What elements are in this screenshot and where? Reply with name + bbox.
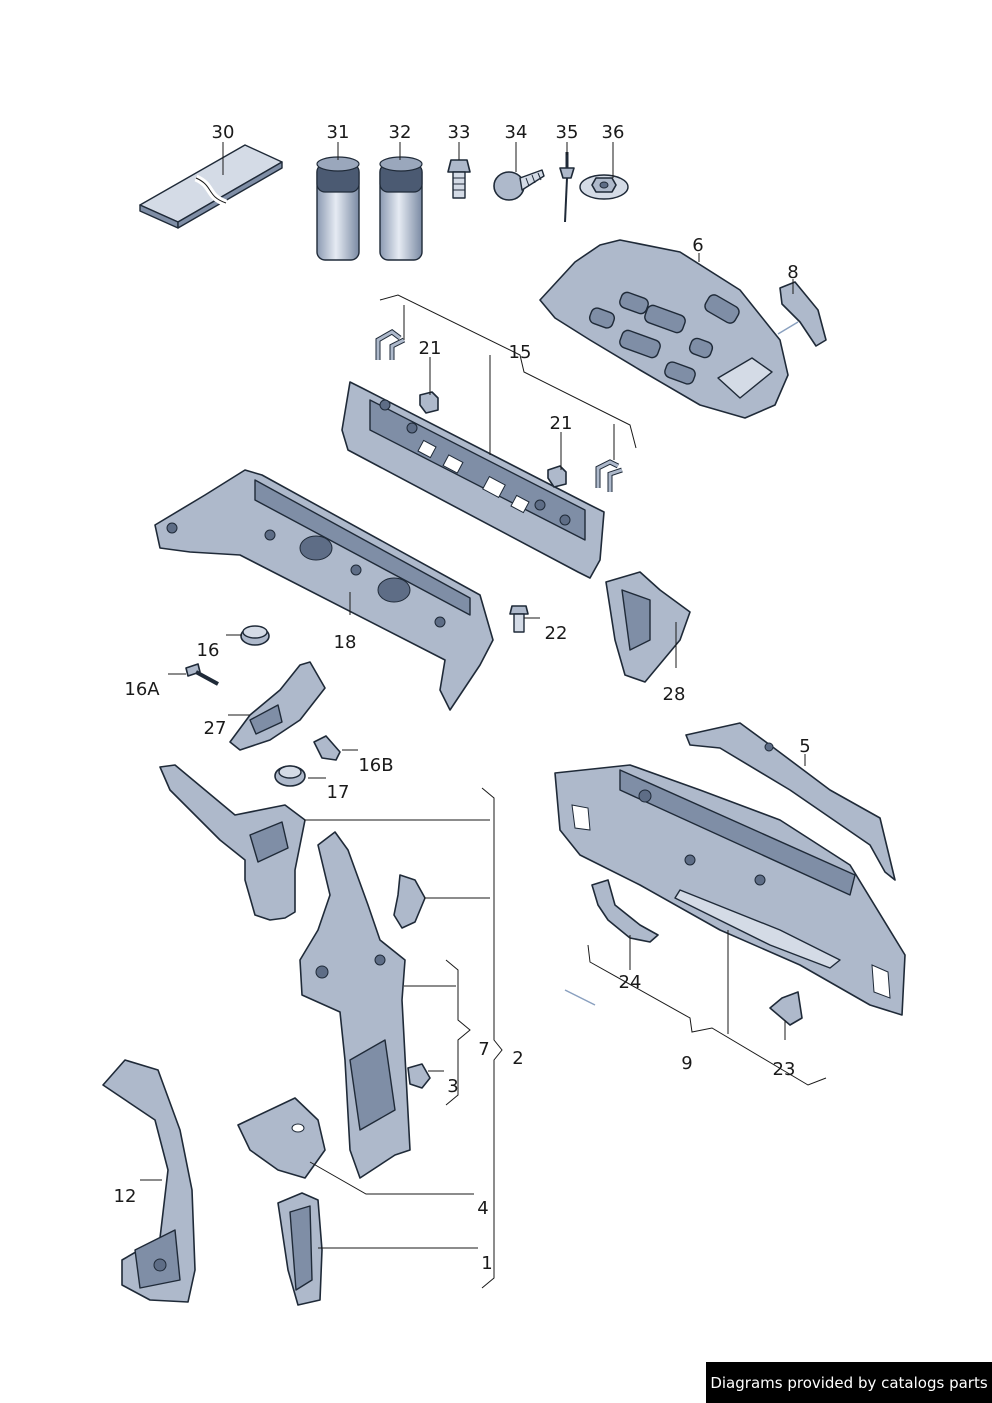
part-9-rear-panel — [554, 764, 906, 1016]
part-16B-clip — [313, 735, 341, 761]
callout-5: 5 — [799, 736, 810, 757]
part-16A-screw — [185, 663, 219, 686]
callout-32: 32 — [389, 122, 412, 143]
part-34-clip — [493, 169, 545, 201]
part-17-plug — [274, 765, 306, 787]
part-5-reinforcement — [685, 722, 896, 881]
callout-30: 30 — [212, 122, 235, 143]
part-30-sealing-strip — [139, 144, 283, 229]
callout-17: 17 — [327, 782, 350, 803]
hook-left — [375, 329, 406, 360]
callout-7: 7 — [478, 1039, 489, 1060]
callout-34: 34 — [505, 122, 528, 143]
callout-16A: 16A — [124, 679, 160, 700]
callout-36: 36 — [602, 122, 625, 143]
callout-9: 9 — [681, 1053, 692, 1074]
part-28-bracket — [605, 571, 691, 683]
part-16-plug — [240, 625, 270, 646]
credit-text: Diagrams provided by catalogs parts — [710, 1373, 988, 1392]
callout-33: 33 — [448, 122, 471, 143]
part-4-bracket — [237, 1097, 326, 1179]
part-18-cross-member — [154, 469, 494, 711]
part-32-spray-can — [379, 156, 423, 261]
callout-24: 24 — [619, 972, 642, 993]
callout-1: 1 — [481, 1253, 492, 1274]
callout-4: 4 — [477, 1198, 488, 1219]
part-7-pillar — [299, 831, 411, 1179]
part-22-bolt — [509, 605, 529, 633]
callout-22: 22 — [545, 623, 568, 644]
callout-31: 31 — [327, 122, 350, 143]
callout-21-left: 21 — [419, 338, 442, 359]
part-31-spray-can — [316, 156, 360, 261]
part-33-bolt — [447, 159, 471, 199]
callout-18: 18 — [334, 632, 357, 653]
callout-labels: 30 31 32 33 34 35 36 6 8 21 15 21 18 22 … — [114, 122, 811, 1274]
part-8-bracket — [777, 281, 827, 347]
callout-3: 3 — [447, 1076, 458, 1097]
leader-lines — [140, 142, 827, 1289]
callout-12: 12 — [114, 1186, 137, 1207]
part-21-clip-left — [419, 391, 439, 414]
part-6-rear-shelf-trim — [539, 239, 789, 419]
part-12-pillar-reinforcement — [102, 1059, 196, 1303]
part-7-upper-bracket — [159, 764, 306, 921]
part-24-bracket — [591, 879, 659, 943]
credit-banner: Diagrams provided by catalogs parts — [706, 1362, 992, 1403]
part-21-clip-right — [547, 465, 567, 488]
callout-35: 35 — [556, 122, 579, 143]
part-15-rear-panel-inner — [341, 381, 605, 579]
part-23-bracket — [769, 991, 803, 1026]
callout-21-right: 21 — [550, 413, 573, 434]
callout-28: 28 — [663, 684, 686, 705]
callout-16: 16 — [197, 640, 220, 661]
callout-27: 27 — [204, 718, 227, 739]
callout-2: 2 — [512, 1048, 523, 1069]
part-36-nut — [579, 174, 629, 200]
callout-23: 23 — [773, 1059, 796, 1080]
part-1-bracket — [277, 1192, 323, 1306]
hook-right — [595, 459, 623, 492]
callout-6: 6 — [692, 235, 703, 256]
part-3-clip — [407, 1063, 431, 1089]
callout-8: 8 — [787, 262, 798, 283]
part-7-small-bracket — [393, 874, 426, 929]
callout-15: 15 — [509, 342, 532, 363]
callout-16B: 16B — [358, 755, 393, 776]
part-35-rivet — [559, 152, 575, 223]
part-27-bracket — [229, 661, 326, 751]
